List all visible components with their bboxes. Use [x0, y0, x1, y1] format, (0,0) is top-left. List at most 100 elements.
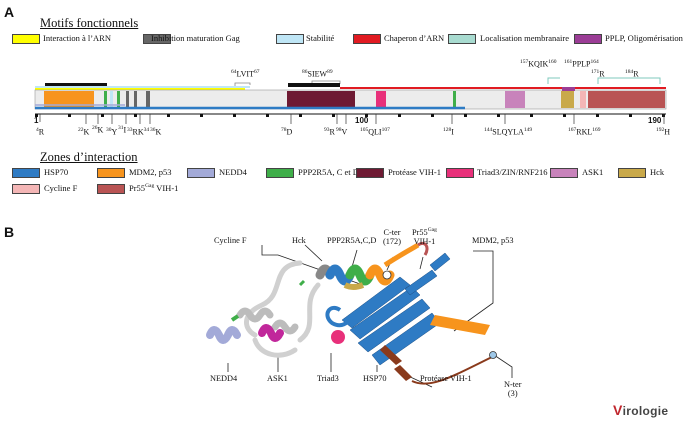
- mdm2-strand: [430, 315, 490, 335]
- zone-ppp2r5a-1: [104, 91, 107, 108]
- motif-black-bar-1: [45, 83, 107, 87]
- hsp70-sheet: [341, 252, 451, 366]
- zone-pplp: [562, 87, 575, 91]
- motif-bracket-siew: [311, 80, 341, 84]
- ppp-bit-1: [230, 314, 240, 322]
- annot-nedd4: NEDD4: [210, 374, 238, 383]
- nter-tail: [411, 356, 493, 385]
- legend-label: ASK1: [582, 167, 604, 177]
- legend-label: HSP70: [44, 167, 69, 177]
- protein-structure: [206, 241, 513, 388]
- legend-label: Triad3/ZIN/RNF216: [477, 167, 548, 177]
- residue-rkl: 167RKL169: [568, 127, 601, 137]
- legend-label: Localisation membranaire: [480, 33, 569, 43]
- residue-kqik: 157KQIK160: [520, 59, 557, 69]
- residue-r184: 184R: [625, 69, 639, 79]
- legend-swatch: [97, 184, 125, 194]
- residue-y30: 30Y: [106, 127, 118, 137]
- annot-hsp70: HSP70: [363, 374, 387, 383]
- legend-swatch: [448, 34, 476, 44]
- annot-nter: N-ter(3): [504, 380, 522, 398]
- logo-text: irologie: [622, 404, 669, 418]
- motif-black-bar-2: [288, 83, 340, 87]
- legend-label: NEDD4: [219, 167, 247, 177]
- legend-label: Stabilité: [306, 33, 335, 43]
- zone-gag-inhibition-2: [134, 91, 137, 108]
- residue-lvit: 64LVIT67: [231, 69, 260, 79]
- triad3-region: [331, 330, 345, 344]
- residue-k36: 36K: [150, 127, 162, 137]
- zone-ppp2r5a-2: [117, 91, 120, 108]
- residue-r93: 93R: [324, 127, 335, 137]
- mdm2-strand-top: [383, 242, 420, 268]
- legend-swatch: [266, 168, 294, 178]
- virologie-logo: Virologie: [613, 402, 668, 418]
- legend-swatch: [446, 168, 474, 178]
- annot-ask1: ASK1: [267, 374, 288, 383]
- grey-helices: [236, 307, 299, 335]
- zone-pr55: [588, 91, 665, 108]
- logo-initial: V: [613, 402, 623, 418]
- scale-ticks: [35, 114, 665, 117]
- ppp-bit-2: [298, 279, 306, 287]
- zone-stability: [110, 91, 113, 108]
- legend-label: Hck: [650, 167, 665, 177]
- legend-swatch: [12, 34, 40, 44]
- legend-label: MDM2, p53: [129, 167, 172, 177]
- grey-coils: [244, 260, 321, 358]
- zone-protease: [287, 91, 355, 108]
- panel-a-label: A: [4, 4, 15, 20]
- zone-ask1: [505, 91, 525, 108]
- legend-swatch: [187, 168, 215, 178]
- legend-swatch: [97, 168, 125, 178]
- legend-label: PPP2R5A, C et D: [298, 167, 359, 177]
- cter-marker: [382, 270, 392, 280]
- sequence-bar: [34, 77, 667, 124]
- ask1-helix: [258, 324, 284, 342]
- zone-cyclinf: [580, 91, 586, 108]
- legend-label: Interaction à l’ARN: [43, 33, 111, 43]
- zone-hck: [561, 91, 574, 108]
- scale-190: 190: [648, 116, 662, 125]
- residue-h192: 192H: [656, 127, 671, 137]
- zone-ppp2r5a-3: [453, 91, 456, 108]
- annot-hck: Hck: [292, 236, 306, 245]
- residue-rk33: 33RK34: [127, 127, 150, 137]
- legend-swatch: [618, 168, 646, 178]
- zones-title: Zones d’interaction: [40, 150, 138, 164]
- legend-swatch: [276, 34, 304, 44]
- zone-gag-inhibition-3: [146, 91, 150, 108]
- residue-siew: 86SIEW89: [302, 69, 333, 79]
- protease-strands: [380, 345, 412, 381]
- legend-swatch: [12, 168, 40, 178]
- legend-label-pr55: Pr55Gag VIH-1: [129, 183, 179, 193]
- residue-r171: 171R: [591, 69, 605, 79]
- legend-label: PPLP, Oligomérisation: [605, 33, 683, 43]
- residue-k22: 22K: [78, 127, 90, 137]
- legend-swatch: [12, 184, 40, 194]
- upper-helix: [315, 264, 395, 286]
- residue-v98: 98V: [336, 127, 348, 137]
- residue-qli: 105QLI107: [360, 127, 390, 137]
- motifs-title: Motifs fonctionnels: [40, 16, 139, 30]
- residue-d78: 78D: [281, 127, 293, 137]
- legend-label: Inhibition maturation Gag: [151, 33, 240, 43]
- annot-triad3: Triad3: [317, 374, 339, 383]
- motif-bracket-kqik: [547, 77, 560, 84]
- annot-cycline-f: Cycline F: [214, 236, 247, 245]
- legend-swatch: [353, 34, 381, 44]
- hsp70-loop: [325, 305, 357, 328]
- zone-gag-inhibition-1: [126, 91, 129, 108]
- scale-start: 1: [34, 116, 39, 125]
- zones-legend-row1: HSP70 MDM2, p53 NEDD4 PPP2R5A, C et D Pr…: [12, 167, 700, 181]
- legend-swatch: [143, 34, 171, 44]
- annot-mdm2: MDM2, p53: [472, 236, 514, 245]
- residue-i31: 31I: [118, 125, 127, 135]
- residue-i128: 128I: [443, 127, 454, 137]
- legend-swatch: [574, 34, 602, 44]
- zones-legend-row2: Cycline F Pr55Gag VIH-1: [12, 183, 312, 197]
- residue-slqyla: 144SLQYLA149: [484, 127, 533, 137]
- legend-label: Protéase VIH-1: [388, 167, 441, 177]
- nedd4-helix: [206, 326, 241, 344]
